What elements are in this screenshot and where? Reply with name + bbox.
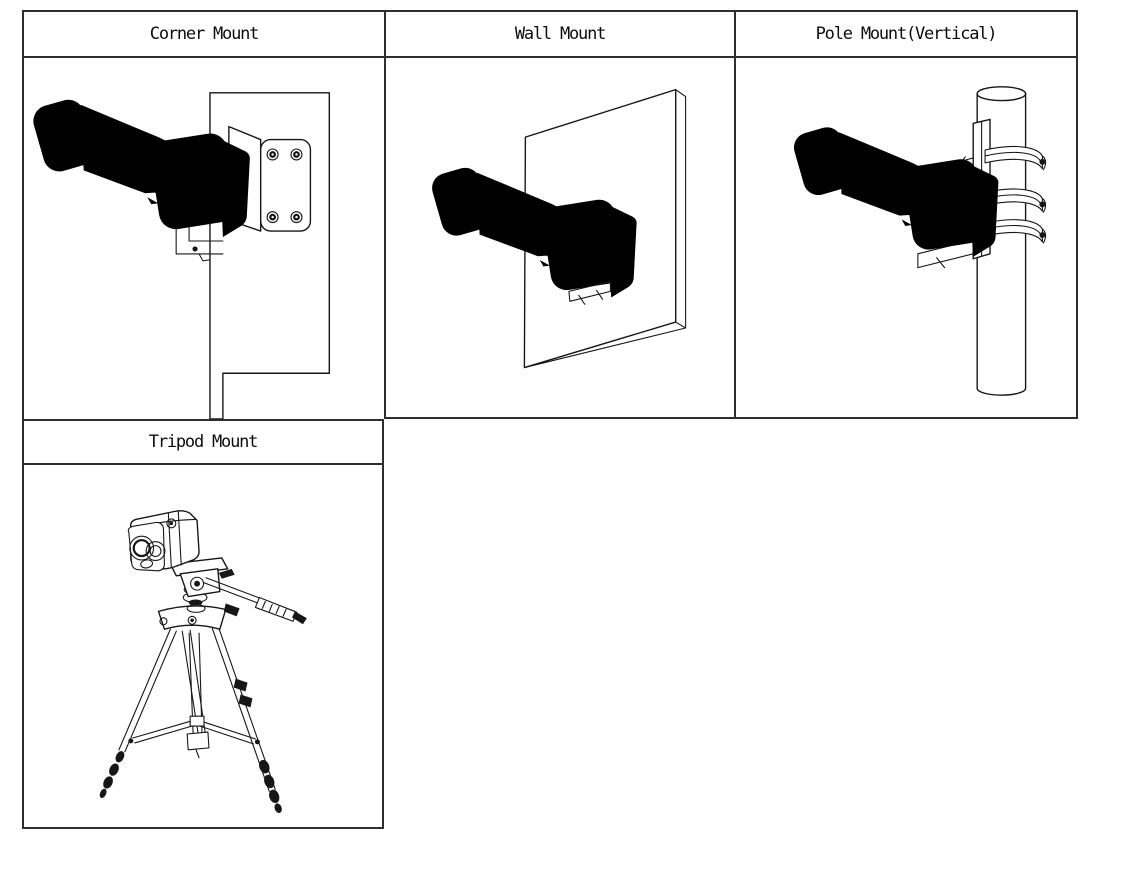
tripod-legs <box>118 624 276 792</box>
header-cell-corner-mount: Corner Mount <box>22 10 384 56</box>
optical-lens <box>145 541 166 561</box>
figure-cell-corner-mount <box>22 56 384 419</box>
leg-braces <box>128 715 260 745</box>
tripod-collar <box>157 605 227 630</box>
header-cell-pole-mount: Pole Mount(Vertical) <box>734 10 1078 56</box>
pole-strap <box>984 188 1043 212</box>
figure-cell-tripod-mount <box>22 463 384 829</box>
wall-mount-label: Wall Mount <box>514 24 607 44</box>
box-foot-bracket <box>568 280 611 302</box>
figure-cell-wall-mount <box>384 56 734 419</box>
pole-strap <box>984 145 1043 170</box>
corner-bracket-plate <box>259 138 312 232</box>
wall-mount-figure <box>428 88 687 369</box>
header-cell-wall-mount: Wall Mount <box>384 10 734 56</box>
thermal-lens <box>129 535 155 561</box>
pole-mount-label: Pole Mount(Vertical) <box>815 24 998 44</box>
figure-cell-pole-mount <box>734 56 1078 419</box>
corner-mount-figure <box>29 92 330 419</box>
tripod-mount-figure <box>99 510 307 813</box>
tripod-mount-label: Tripod Mount <box>148 432 259 452</box>
leg-lock <box>233 678 253 708</box>
pole-strap <box>984 219 1043 243</box>
tripod-feet <box>99 751 282 813</box>
under-bracket <box>175 224 224 255</box>
pole-mount-figure <box>790 86 1047 396</box>
wall-corner-panel <box>209 92 330 419</box>
corner-mount-label: Corner Mount <box>149 24 260 44</box>
header-cell-tripod-mount: Tripod Mount <box>22 419 384 463</box>
tripod-camera-drawing <box>127 510 200 572</box>
pan-handle <box>203 577 307 625</box>
